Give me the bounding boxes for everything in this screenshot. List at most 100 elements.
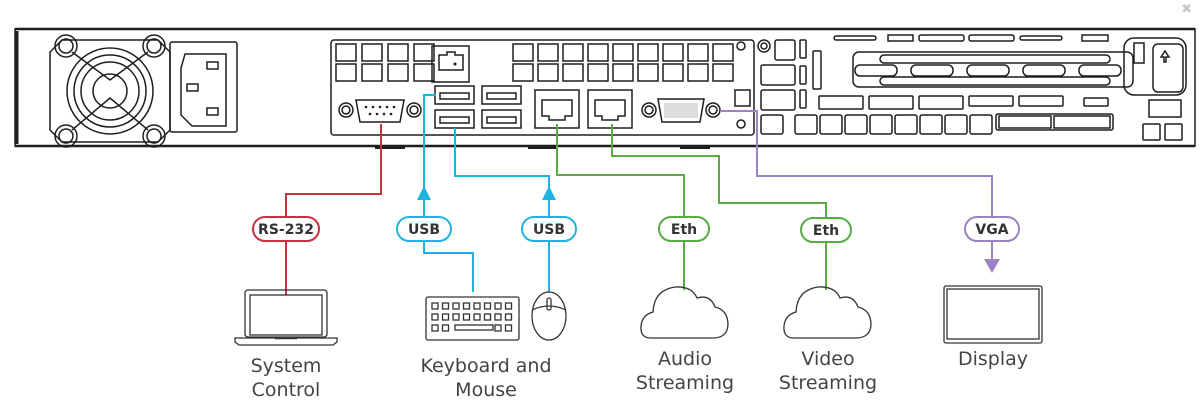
eth-port-1 bbox=[534, 89, 580, 129]
pill-label: USB bbox=[408, 222, 440, 238]
caption-video: Video bbox=[801, 348, 854, 370]
cloud-icon bbox=[640, 286, 729, 339]
vent-slot bbox=[512, 63, 534, 82]
pill-label: VGA bbox=[975, 222, 1008, 238]
vent-slot bbox=[587, 63, 609, 82]
pill-label: Eth bbox=[813, 223, 839, 239]
vent-grid-right bbox=[760, 114, 993, 135]
keyboard-icon bbox=[425, 296, 520, 341]
vent-slot bbox=[794, 114, 818, 135]
vent-slot bbox=[612, 43, 634, 62]
pill-rs232: RS-232 bbox=[252, 216, 320, 242]
key bbox=[494, 324, 502, 332]
caption-video-streaming: Streaming bbox=[779, 372, 877, 394]
usb-cable-mouse bbox=[454, 128, 550, 292]
display-icon bbox=[943, 285, 1043, 344]
pill-eth: Eth bbox=[800, 217, 852, 243]
caption-audio-streaming: Streaming bbox=[636, 372, 734, 394]
pill-label: Eth bbox=[671, 222, 697, 238]
eth-cable-video bbox=[611, 124, 827, 290]
vga-cable bbox=[720, 110, 993, 262]
key bbox=[452, 313, 460, 321]
caption-mouse: Mouse bbox=[455, 379, 517, 401]
key bbox=[441, 324, 450, 332]
pill-label: USB bbox=[533, 222, 565, 238]
cloud-icon bbox=[783, 286, 872, 339]
power-inlet bbox=[169, 41, 238, 133]
vent-slot bbox=[587, 43, 609, 62]
eth-port-2 bbox=[587, 89, 633, 129]
vent-slot bbox=[387, 43, 409, 62]
vent-slot bbox=[969, 114, 993, 135]
key bbox=[452, 302, 460, 310]
vent-slot bbox=[894, 114, 918, 135]
key bbox=[483, 302, 492, 310]
fan bbox=[49, 34, 171, 148]
laptop-icon bbox=[234, 289, 338, 346]
mouse-icon bbox=[531, 291, 567, 341]
caption-display: Display bbox=[958, 348, 1028, 370]
pill-eth: Eth bbox=[658, 216, 710, 242]
key bbox=[462, 313, 471, 321]
rear-panel bbox=[14, 27, 1196, 149]
vent-slot bbox=[512, 43, 534, 62]
usb-port-3 bbox=[434, 109, 475, 129]
key bbox=[473, 302, 481, 310]
vent-slot bbox=[944, 114, 968, 135]
vent-slot bbox=[335, 63, 357, 82]
key bbox=[441, 302, 450, 310]
key bbox=[431, 313, 439, 321]
key bbox=[494, 313, 502, 321]
spacebar bbox=[454, 324, 494, 331]
key bbox=[462, 302, 471, 310]
vent-slot bbox=[637, 63, 659, 82]
vent-slot bbox=[387, 63, 409, 82]
rs232-port bbox=[338, 99, 422, 123]
rs232-cable bbox=[285, 124, 382, 295]
vent-slot bbox=[537, 63, 559, 82]
vent-slot bbox=[869, 114, 893, 135]
key bbox=[504, 324, 513, 332]
pill-vga: VGA bbox=[964, 216, 1020, 242]
key bbox=[441, 313, 450, 321]
rj45-port bbox=[431, 45, 470, 83]
usb-arrow-up-icon bbox=[417, 186, 431, 200]
caption-audio: Audio bbox=[658, 348, 712, 370]
vent-slot bbox=[413, 43, 435, 62]
vga-arrow-down-icon bbox=[984, 259, 1000, 273]
vent-slot bbox=[637, 43, 659, 62]
usb-port-1 bbox=[434, 85, 475, 105]
key bbox=[473, 313, 481, 321]
key bbox=[504, 313, 513, 321]
pill-usb: USB bbox=[396, 216, 452, 242]
key bbox=[494, 302, 502, 310]
usb-arrow-up-icon bbox=[542, 186, 556, 200]
caption-keyboard-and: Keyboard and bbox=[420, 355, 551, 377]
usb-cable-keyboard bbox=[423, 94, 474, 292]
io-plate bbox=[330, 39, 755, 136]
vent-slot bbox=[687, 43, 709, 62]
close-icon[interactable]: ✖ bbox=[1181, 2, 1192, 17]
vent-slot bbox=[712, 63, 734, 82]
vent-slot bbox=[919, 114, 943, 135]
key bbox=[483, 313, 492, 321]
usb-port-2 bbox=[481, 85, 522, 105]
vent-slot bbox=[662, 63, 684, 82]
vent-slot bbox=[562, 43, 584, 62]
pill-label: RS-232 bbox=[258, 222, 314, 238]
expansion-section bbox=[757, 34, 1187, 141]
vent-slot bbox=[687, 63, 709, 82]
vent-grid bbox=[335, 43, 734, 82]
vga-port bbox=[641, 98, 721, 123]
caption-system: System bbox=[251, 355, 322, 377]
vent-slot bbox=[562, 63, 584, 82]
pill-usb: USB bbox=[521, 216, 577, 242]
vent-slot bbox=[335, 43, 357, 62]
vent-slot bbox=[612, 63, 634, 82]
eth-cable-audio bbox=[556, 124, 685, 290]
usb-port-4 bbox=[481, 109, 522, 129]
vent-slot bbox=[712, 43, 734, 62]
vent-slot bbox=[361, 63, 383, 82]
key bbox=[504, 302, 513, 310]
